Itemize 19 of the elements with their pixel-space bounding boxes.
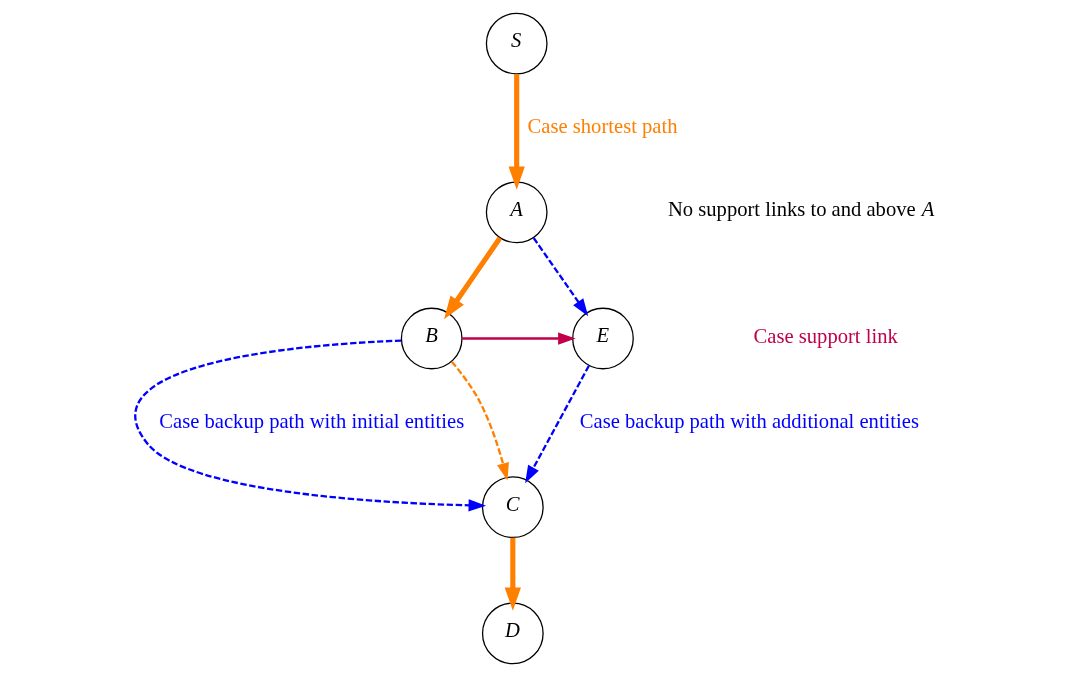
node-circle: E [572,307,634,370]
arrow [450,360,509,481]
arrow [508,74,525,190]
arrow [462,332,576,345]
label: No support links to and above A [667,197,935,220]
edge-label: Case backup path with initial entities [159,409,465,432]
arrow [444,236,502,320]
edge-label: Case shortest path [527,114,678,137]
arrow [135,339,487,512]
arrow [532,237,589,317]
node-circle: A [485,181,548,244]
arrow [525,365,590,484]
arrow [504,537,521,611]
label: Case support link [753,325,898,348]
edge-label: Case backup path with additional entities [579,409,919,432]
node-circle: C [481,476,544,539]
node-circle: B [400,307,463,370]
node-circle: D [481,602,544,665]
node-circle: S [485,12,548,75]
